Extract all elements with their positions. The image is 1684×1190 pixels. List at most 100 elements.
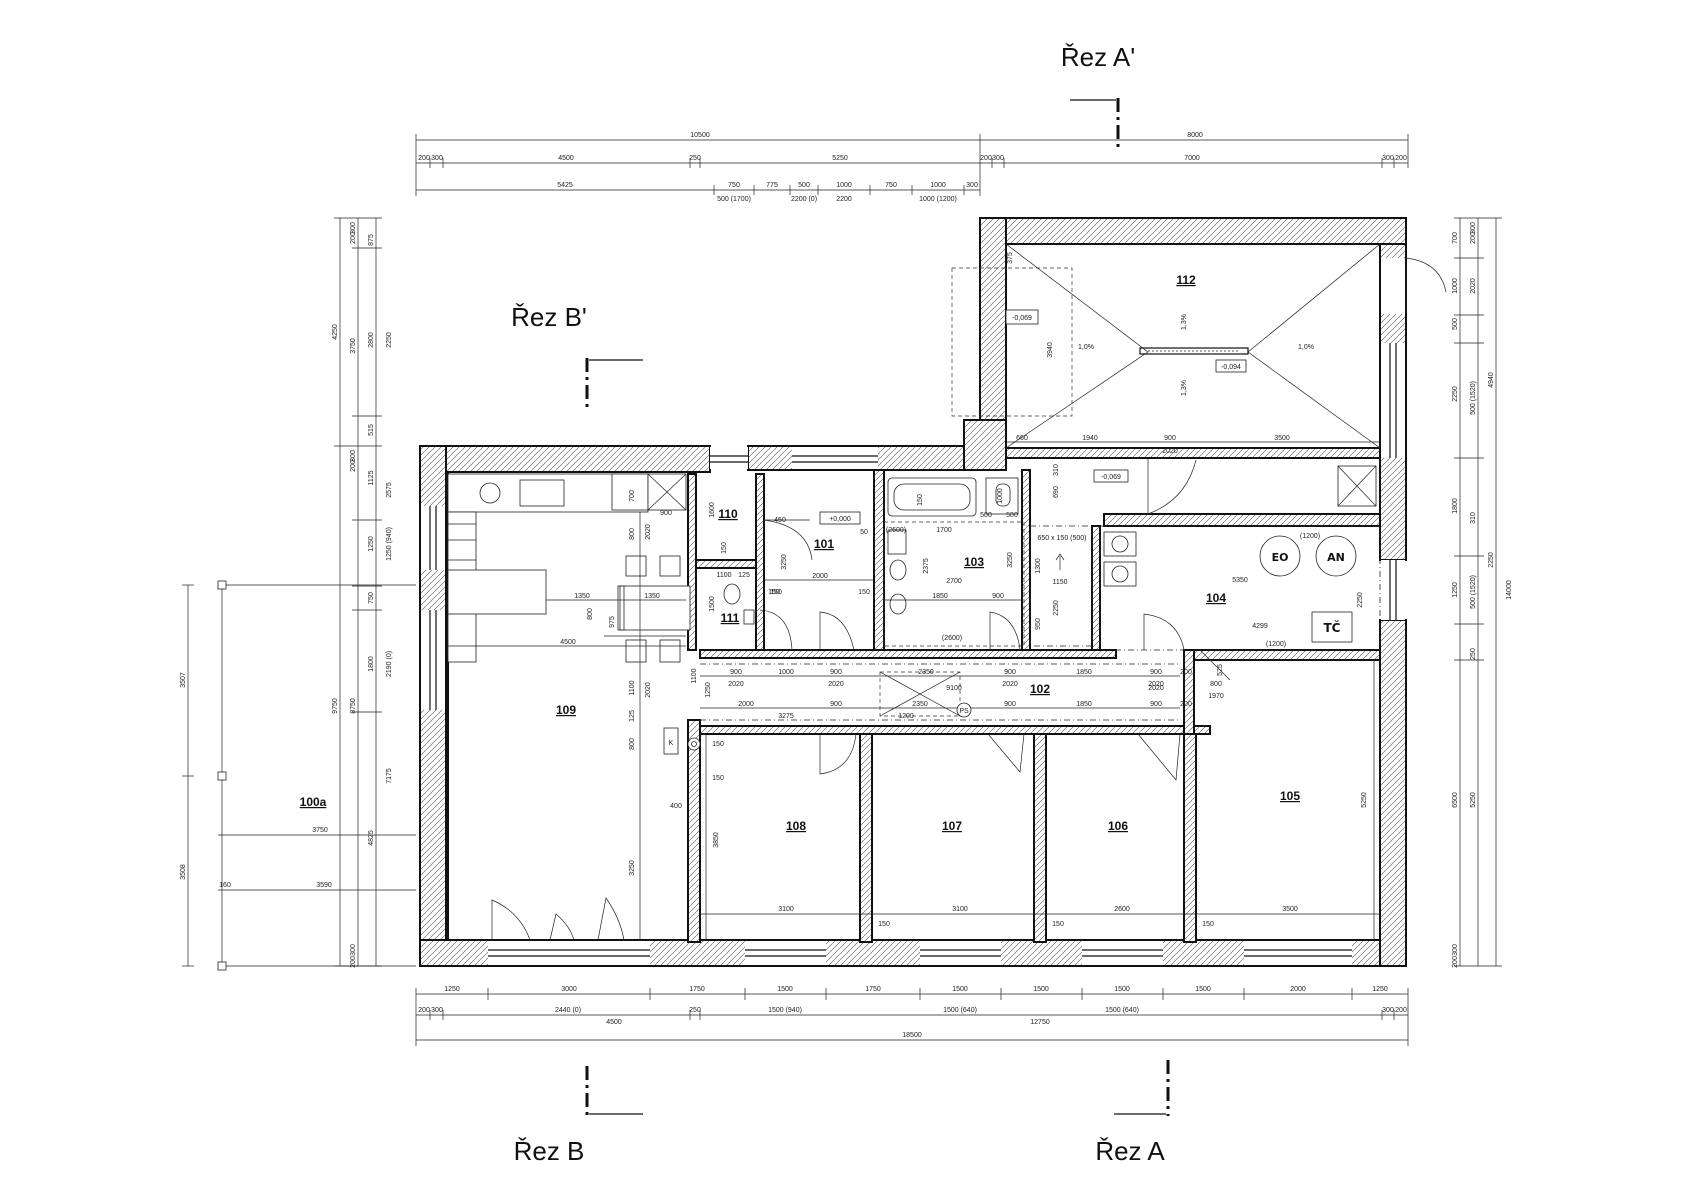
svg-text:450: 450	[774, 517, 786, 524]
svg-text:150: 150	[768, 589, 780, 596]
svg-text:2000: 2000	[1290, 986, 1306, 993]
svg-text:(2600): (2600)	[942, 635, 962, 642]
svg-text:1000: 1000	[778, 669, 794, 676]
living-kitchen-109: 1350 1350 975 800 4500 900 800 2020 700 …	[447, 473, 701, 940]
svg-text:7000: 7000	[1184, 155, 1200, 162]
svg-text:1500: 1500	[952, 986, 968, 993]
svg-text:1000: 1000	[997, 488, 1004, 504]
svg-text:1500 (640): 1500 (640)	[1105, 1007, 1139, 1014]
svg-text:975: 975	[609, 616, 616, 628]
svg-text:750: 750	[885, 182, 897, 189]
section-label-a-top: Řez A'	[1061, 42, 1135, 72]
svg-text:900: 900	[1004, 669, 1016, 676]
svg-text:2350: 2350	[918, 669, 934, 676]
svg-text:3508: 3508	[180, 864, 187, 880]
svg-text:4500: 4500	[560, 639, 576, 646]
svg-text:1000: 1000	[836, 182, 852, 189]
svg-text:(2600): (2600)	[886, 527, 906, 534]
svg-text:2020: 2020	[645, 524, 652, 540]
svg-text:1600: 1600	[709, 502, 716, 518]
section-marker-b-bottom: Řez B	[514, 1066, 643, 1166]
svg-text:1500: 1500	[1114, 986, 1130, 993]
svg-text:1940: 1940	[1082, 435, 1098, 442]
svg-text:150: 150	[712, 741, 724, 748]
svg-text:1100: 1100	[629, 680, 636, 695]
svg-text:200: 200	[1452, 956, 1459, 968]
equipment-eo: EO	[1272, 551, 1289, 564]
svg-text:800: 800	[629, 528, 636, 540]
svg-text:700: 700	[629, 490, 636, 502]
bedrooms: 108 107 106 105 3100 3100 2600 3500 3850…	[700, 649, 1380, 940]
svg-text:1500 (640): 1500 (640)	[943, 1007, 977, 1014]
corridor-102: PS 102 900 1000 900 2350 900 1850 900 20…	[691, 663, 1224, 721]
svg-text:300: 300	[992, 155, 1004, 162]
svg-text:1000 (1200): 1000 (1200)	[919, 196, 957, 203]
svg-text:700: 700	[1452, 232, 1459, 244]
dimension-chain-top: 10500 8000 200 300 4500 250 5250 200 300…	[415, 132, 1409, 203]
section-label-b-bottom: Řez B	[514, 1136, 585, 1166]
room-label-106: 106	[1108, 819, 1128, 833]
bathroom-103: 103 1700 2375 2700 3250 1850 900 500 500…	[883, 477, 1025, 651]
svg-text:650 x 150 (500): 650 x 150 (500)	[1037, 535, 1086, 542]
svg-text:2200 (0): 2200 (0)	[791, 196, 817, 203]
svg-text:2250: 2250	[1053, 600, 1060, 616]
svg-text:2600: 2600	[1114, 906, 1130, 913]
svg-text:900: 900	[730, 669, 742, 676]
svg-text:1250: 1250	[444, 986, 460, 993]
svg-text:5250: 5250	[1470, 792, 1477, 808]
svg-text:(1200): (1200)	[1266, 641, 1286, 648]
svg-text:1970: 1970	[1208, 693, 1224, 700]
svg-text:1750: 1750	[865, 986, 881, 993]
svg-text:2200: 2200	[836, 196, 852, 203]
dimension-chain-bottom: 1250 3000 1750 1500 1750 1500 1500 1500 …	[415, 986, 1409, 1046]
svg-text:1100: 1100	[691, 668, 698, 683]
svg-text:2375: 2375	[923, 558, 930, 574]
svg-text:1,0%: 1,0%	[1298, 344, 1314, 351]
room-label-111: 111	[721, 611, 740, 625]
utility-104: 650 x 150 (500) 1300 1150 2250 950 EO AN…	[1029, 525, 1381, 651]
dimension-chain-right: 14000 700 1000 2020 500 2250 500 (1520) …	[1452, 217, 1513, 968]
svg-text:3940: 3940	[1047, 342, 1054, 358]
svg-text:200: 200	[1470, 232, 1477, 244]
svg-text:2020: 2020	[1002, 681, 1018, 688]
svg-text:300: 300	[350, 450, 357, 462]
svg-text:310: 310	[1053, 464, 1060, 476]
svg-text:50: 50	[860, 529, 868, 536]
room-label-107: 107	[942, 819, 962, 833]
equipment-an: AN	[1327, 551, 1345, 564]
svg-text:9100: 9100	[946, 685, 962, 692]
svg-text:1250: 1250	[368, 536, 375, 552]
svg-text:310: 310	[1470, 512, 1477, 524]
svg-text:300: 300	[1470, 222, 1477, 234]
svg-text:2000: 2000	[812, 573, 828, 580]
svg-text:1750: 1750	[689, 986, 705, 993]
svg-text:500 (1520): 500 (1520)	[1470, 575, 1477, 609]
svg-text:1,3%: 1,3%	[1181, 380, 1188, 396]
svg-text:690: 690	[1053, 486, 1060, 498]
svg-text:900: 900	[830, 669, 842, 676]
svg-text:150: 150	[1052, 921, 1064, 928]
room-label-112: 112	[1176, 273, 1196, 287]
svg-text:2250: 2250	[1452, 386, 1459, 402]
svg-text:3000: 3000	[561, 986, 577, 993]
svg-text:200: 200	[350, 956, 357, 968]
svg-text:1000: 1000	[930, 182, 946, 189]
svg-text:1,3%: 1,3%	[1181, 314, 1188, 330]
svg-text:400: 400	[670, 803, 682, 810]
svg-text:1500: 1500	[777, 986, 793, 993]
room-label-104: 104	[1206, 591, 1226, 605]
chimney-label-k: K	[669, 740, 674, 747]
svg-text:4825: 4825	[368, 830, 375, 846]
svg-text:300: 300	[431, 155, 443, 162]
section-marker-b-top: Řez B'	[511, 302, 643, 412]
svg-text:500 (1520): 500 (1520)	[1470, 381, 1477, 415]
room-label-100a: 100a	[300, 795, 327, 809]
section-label-a-bottom: Řez A	[1095, 1136, 1165, 1166]
svg-text:750: 750	[728, 182, 740, 189]
svg-text:1850: 1850	[932, 593, 948, 600]
svg-text:200: 200	[350, 460, 357, 472]
svg-text:3100: 3100	[952, 906, 968, 913]
svg-text:1100: 1100	[716, 572, 731, 579]
svg-text:2020: 2020	[1148, 685, 1164, 692]
svg-text:125: 125	[738, 572, 750, 579]
